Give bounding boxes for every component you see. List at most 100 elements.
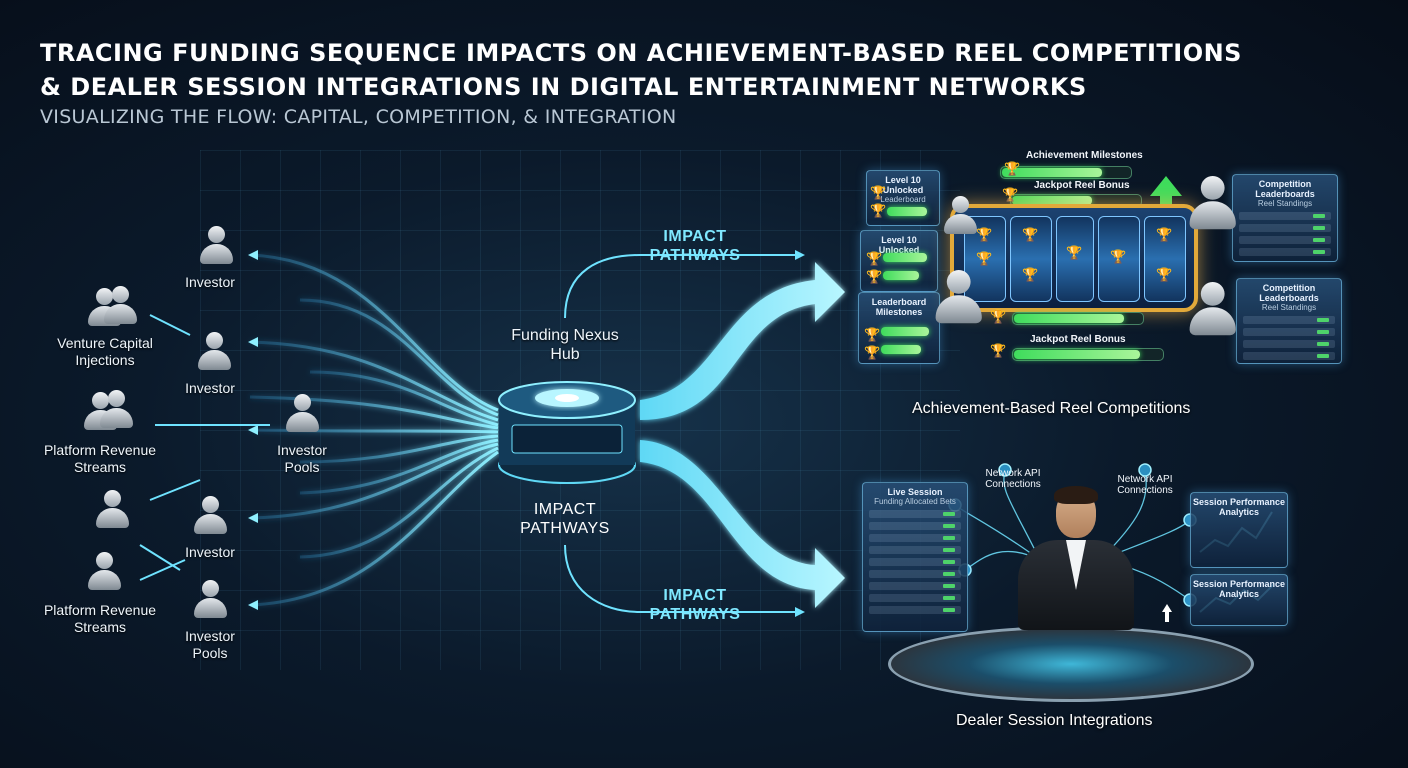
- arrow-to-reel-competitions: [640, 262, 845, 420]
- label-dealer-sessions: Dealer Session Integrations: [956, 712, 1153, 730]
- hub-title: Funding Nexus Hub: [495, 326, 635, 364]
- person-icon: [92, 490, 132, 530]
- leaderboard-1-sub: Reel Standings: [1233, 199, 1337, 208]
- arrowhead-2: [248, 337, 258, 347]
- person-icon: [190, 580, 230, 620]
- trophy-icon: [990, 308, 1004, 322]
- arrowhead-1: [248, 250, 258, 260]
- impact-pathways-bottom: IMPACT PATHWAYS: [630, 586, 760, 624]
- trophy-icon: [1156, 226, 1170, 240]
- leaderboard-row: [1239, 236, 1331, 244]
- trophy-icon: [1004, 160, 1018, 174]
- leaderboard-2-title: Competition Leaderboards: [1237, 279, 1341, 303]
- bet-row: [869, 594, 961, 602]
- dealer-figure: [1018, 490, 1134, 640]
- up-arrow-icon-3: [1162, 604, 1172, 622]
- trophy-icon: [976, 250, 990, 264]
- arrowhead-5: [248, 600, 258, 610]
- label-platform-revenue-2: Platform Revenue Streams: [30, 602, 170, 636]
- person-icon: [194, 332, 234, 372]
- person-icon: [84, 552, 124, 592]
- trophy-icon: [866, 268, 880, 282]
- leaderboard-2-sub: Reel Standings: [1237, 303, 1341, 312]
- trophy-icon: [990, 342, 1004, 356]
- bet-row: [869, 546, 961, 554]
- person-icon: [190, 496, 230, 536]
- jackpot-bar-1: [1014, 314, 1124, 323]
- analytics-panel-2: Session Performance Analytics: [1190, 574, 1288, 626]
- live-session-title: Live Session: [863, 483, 967, 497]
- label-reel-competitions: Achievement-Based Reel Competitions: [912, 400, 1190, 418]
- bet-row: [869, 522, 961, 530]
- leaderboard-milestones-title: Leaderboard Milestones: [859, 293, 939, 317]
- slot-reel-machine: [950, 204, 1198, 312]
- label-jackpot-top: Jackpot Reel Bonus: [1034, 180, 1130, 191]
- lm-bar-2: [881, 345, 921, 354]
- analytics-panel-1: Session Performance Analytics: [1190, 492, 1288, 568]
- leaderboard-row: [1239, 224, 1331, 232]
- leaderboard-row: [1239, 248, 1331, 256]
- label-jackpot-bottom: Jackpot Reel Bonus: [1030, 334, 1126, 345]
- dealer-hair: [1054, 486, 1098, 504]
- level-bar-2: [883, 253, 927, 262]
- trophy-icon: [1022, 266, 1036, 280]
- analytics-2-title: Session Performance Analytics: [1191, 575, 1287, 599]
- person-icon: [1184, 282, 1240, 338]
- bet-row: [869, 606, 961, 614]
- flow-line-1: [250, 255, 498, 410]
- trophy-icon: [1022, 226, 1036, 240]
- trophy-icon: [870, 202, 884, 216]
- trophy-icon: [1110, 248, 1124, 262]
- arrowhead-3: [248, 425, 258, 435]
- label-network-api-1: Network API Connections: [978, 468, 1048, 490]
- bet-row: [869, 534, 961, 542]
- label-achievement-milestones: Achievement Milestones: [1026, 150, 1143, 161]
- source-arrow-vc: [150, 315, 190, 335]
- person-icon: [940, 196, 980, 236]
- impact-loop-bottom-head: [795, 607, 805, 617]
- hub-icon: [492, 370, 642, 490]
- trophy-icon: [1002, 186, 1016, 200]
- level-bar-3: [883, 271, 919, 280]
- label-investor-pools-1: Investor Pools: [262, 442, 342, 476]
- person-icon: [196, 226, 236, 266]
- analytics-1-title: Session Performance Analytics: [1191, 493, 1287, 517]
- label-venture-capital: Venture Capital Injections: [40, 335, 170, 369]
- label-investor-1: Investor: [170, 274, 250, 291]
- competition-leaderboard-panel-2: Competition Leaderboards Reel Standings: [1236, 278, 1342, 364]
- person-icon: [100, 286, 140, 326]
- trophy-icon: [866, 250, 880, 264]
- person-icon: [930, 270, 986, 326]
- trophy-icon: [864, 326, 878, 340]
- label-investor-3: Investor: [170, 544, 250, 561]
- level-bar-1: [887, 207, 927, 216]
- funding-allocated-title: Funding Allocated Bets: [863, 497, 967, 506]
- bet-row: [869, 510, 961, 518]
- person-icon: [282, 394, 322, 434]
- trophy-icon: [1156, 266, 1170, 280]
- leaderboard-row: [1243, 352, 1335, 360]
- label-investor-pools-2: Investor Pools: [170, 628, 250, 662]
- leaderboard-row: [1243, 316, 1335, 324]
- impact-pathways-center: IMPACT PATHWAYS: [500, 500, 630, 538]
- jackpot-bar-2: [1014, 350, 1140, 359]
- arrowhead-4: [248, 513, 258, 523]
- bet-row: [869, 570, 961, 578]
- trophy-icon: [1066, 244, 1080, 258]
- leaderboard-row: [1239, 212, 1331, 220]
- person-icon: [1184, 176, 1240, 232]
- leaderboard-1-title: Competition Leaderboards: [1233, 175, 1337, 199]
- bet-row: [869, 582, 961, 590]
- trophy-icon: [864, 344, 878, 358]
- label-investor-2: Investor: [170, 380, 250, 397]
- impact-loop-top-head: [795, 250, 805, 260]
- label-platform-revenue-1: Platform Revenue Streams: [30, 442, 170, 476]
- lm-bar-1: [881, 327, 929, 336]
- leaderboard-row: [1243, 340, 1335, 348]
- arrow-to-dealer-sessions: [640, 440, 845, 608]
- person-icon: [96, 390, 136, 430]
- leaderboard-row: [1243, 328, 1335, 336]
- live-session-panel: Live Session Funding Allocated Bets: [862, 482, 968, 632]
- competition-leaderboard-panel-1: Competition Leaderboards Reel Standings: [1232, 174, 1338, 262]
- impact-pathways-top: IMPACT PATHWAYS: [630, 227, 760, 265]
